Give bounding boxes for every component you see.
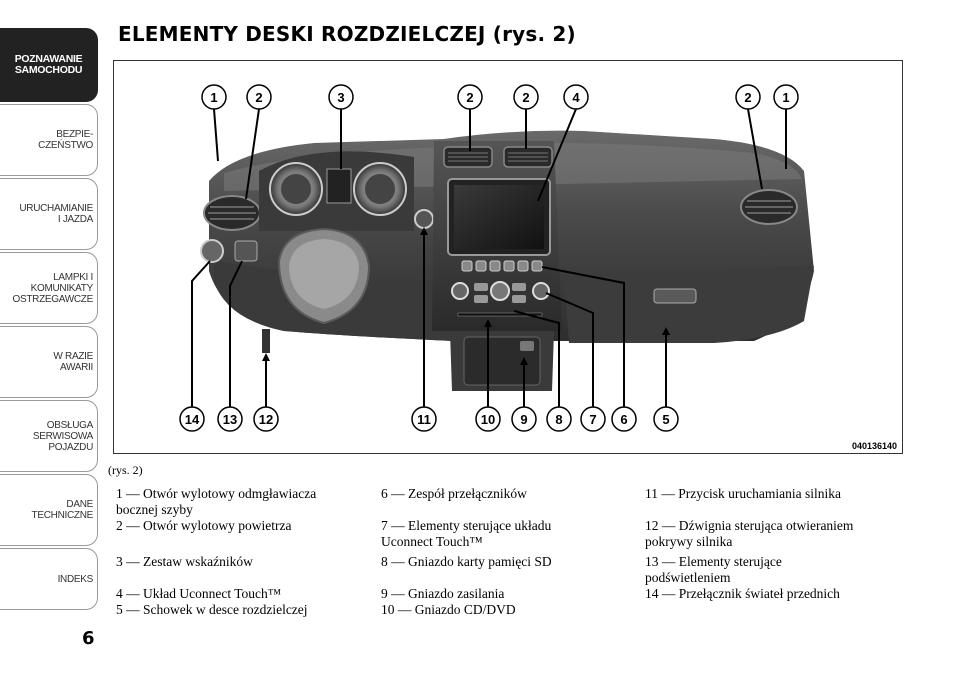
legend-item-3: 3 — Zestaw wskaźników: [116, 554, 253, 569]
legend-item-10: 10 — Gniazdo CD/DVD: [381, 602, 516, 617]
svg-text:2: 2: [522, 90, 529, 105]
tab-dane-techniczne[interactable]: DANE TECHNICZNE: [0, 474, 98, 546]
legend-item-12: 12 — Dźwignia sterująca otwieraniem pokr…: [645, 518, 854, 549]
dashboard-illustration: 1 2 3 2 2 4 2 1 14 13 12 11 10 9 8 7 6 5: [179, 84, 897, 451]
tab-w-razie-awarii[interactable]: W RAZIE AWARII: [0, 326, 98, 398]
svg-text:9: 9: [520, 412, 527, 427]
legend-item-6: 6 — Zespół przełączników: [381, 486, 527, 501]
page-number: 6: [82, 628, 95, 649]
bottom-leader-lines: [191, 231, 667, 407]
svg-text:2: 2: [466, 90, 473, 105]
legend-item-14: 14 — Przełącznik świateł przednich: [645, 586, 840, 601]
callout-bottom-5: 5: [653, 406, 679, 432]
figure-code: 040136140: [852, 441, 897, 451]
legend-item-11: 11 — Przycisk uruchamiania silnika: [645, 486, 841, 501]
callout-bottom-11: 11: [411, 406, 437, 432]
top-leader-lines: [213, 108, 787, 202]
callout-bottom-14: 14: [179, 406, 205, 432]
legend-item-5: 5 — Schowek w desce rozdzielczej: [116, 602, 308, 617]
svg-text:6: 6: [620, 412, 627, 427]
tab-uruchamianie-i-jazda[interactable]: URUCHAMIANIE I JAZDA: [0, 178, 98, 250]
callout-top-2a: 2: [246, 84, 272, 110]
legend-item-9: 9 — Gniazdo zasilania: [381, 586, 505, 601]
tab-poznawanie-samochodu[interactable]: POZNAWANIE SAMOCHODU: [0, 28, 98, 102]
legend-item-13: 13 — Elementy sterujące podświetleniem: [645, 554, 782, 585]
callout-bottom-7: 7: [580, 406, 606, 432]
tab-indeks[interactable]: INDEKS: [0, 548, 98, 610]
callout-top-4: 4: [563, 84, 589, 110]
svg-text:11: 11: [417, 412, 431, 427]
callout-bottom-8: 8: [546, 406, 572, 432]
callout-top-2d: 2: [735, 84, 761, 110]
callout-top-3: 3: [328, 84, 354, 110]
svg-text:5: 5: [662, 412, 669, 427]
callout-bottom-9: 9: [511, 406, 537, 432]
figure-reference: (rys. 2): [108, 463, 143, 477]
svg-text:2: 2: [744, 90, 751, 105]
tab-bezpieczenstwo[interactable]: BEZPIE- CZEŃSTWO: [0, 104, 98, 176]
svg-text:1: 1: [210, 90, 217, 105]
callout-top-2b: 2: [457, 84, 483, 110]
tab-obsluga-serwisowa[interactable]: OBSŁUGA SERWISOWA POJAZDU: [0, 400, 98, 472]
callout-top-1b: 1: [773, 84, 799, 110]
svg-text:8: 8: [555, 412, 562, 427]
callout-top-2c: 2: [513, 84, 539, 110]
svg-text:1: 1: [782, 90, 789, 105]
svg-text:12: 12: [259, 412, 273, 427]
svg-text:14: 14: [185, 412, 200, 427]
tab-lampki-i-komunikaty[interactable]: LAMPKI I KOMUNIKATY OSTRZEGAWCZE: [0, 252, 98, 324]
callout-bottom-6: 6: [611, 406, 637, 432]
svg-text:4: 4: [572, 90, 580, 105]
callout-bottom-13: 13: [217, 406, 243, 432]
callout-bottom-12: 12: [253, 406, 279, 432]
svg-text:2: 2: [255, 90, 262, 105]
svg-text:7: 7: [589, 412, 596, 427]
callout-top-1a: 1: [201, 84, 227, 110]
legend-item-1: 1 — Otwór wylotowy odmgławiacza bocznej …: [116, 486, 317, 517]
page-title: ELEMENTY DESKI ROZDZIELCZEJ (rys. 2): [118, 22, 576, 46]
legend-item-8: 8 — Gniazdo karty pamięci SD: [381, 554, 552, 569]
svg-text:10: 10: [481, 412, 495, 427]
legend-item-7: 7 — Elementy sterujące układu Uconnect T…: [381, 518, 552, 549]
callout-bottom-10: 10: [475, 406, 501, 432]
svg-text:3: 3: [337, 90, 344, 105]
legend-item-4: 4 — Układ Uconnect Touch™: [116, 586, 281, 601]
dashboard-figure: 1 2 3 2 2 4 2 1 14 13 12 11 10 9 8 7 6 5: [113, 60, 903, 454]
legend-item-2: 2 — Otwór wylotowy powietrza: [116, 518, 292, 533]
chapter-sidebar: POZNAWANIE SAMOCHODU BEZPIE- CZEŃSTWO UR…: [0, 0, 98, 610]
svg-text:13: 13: [223, 412, 237, 427]
